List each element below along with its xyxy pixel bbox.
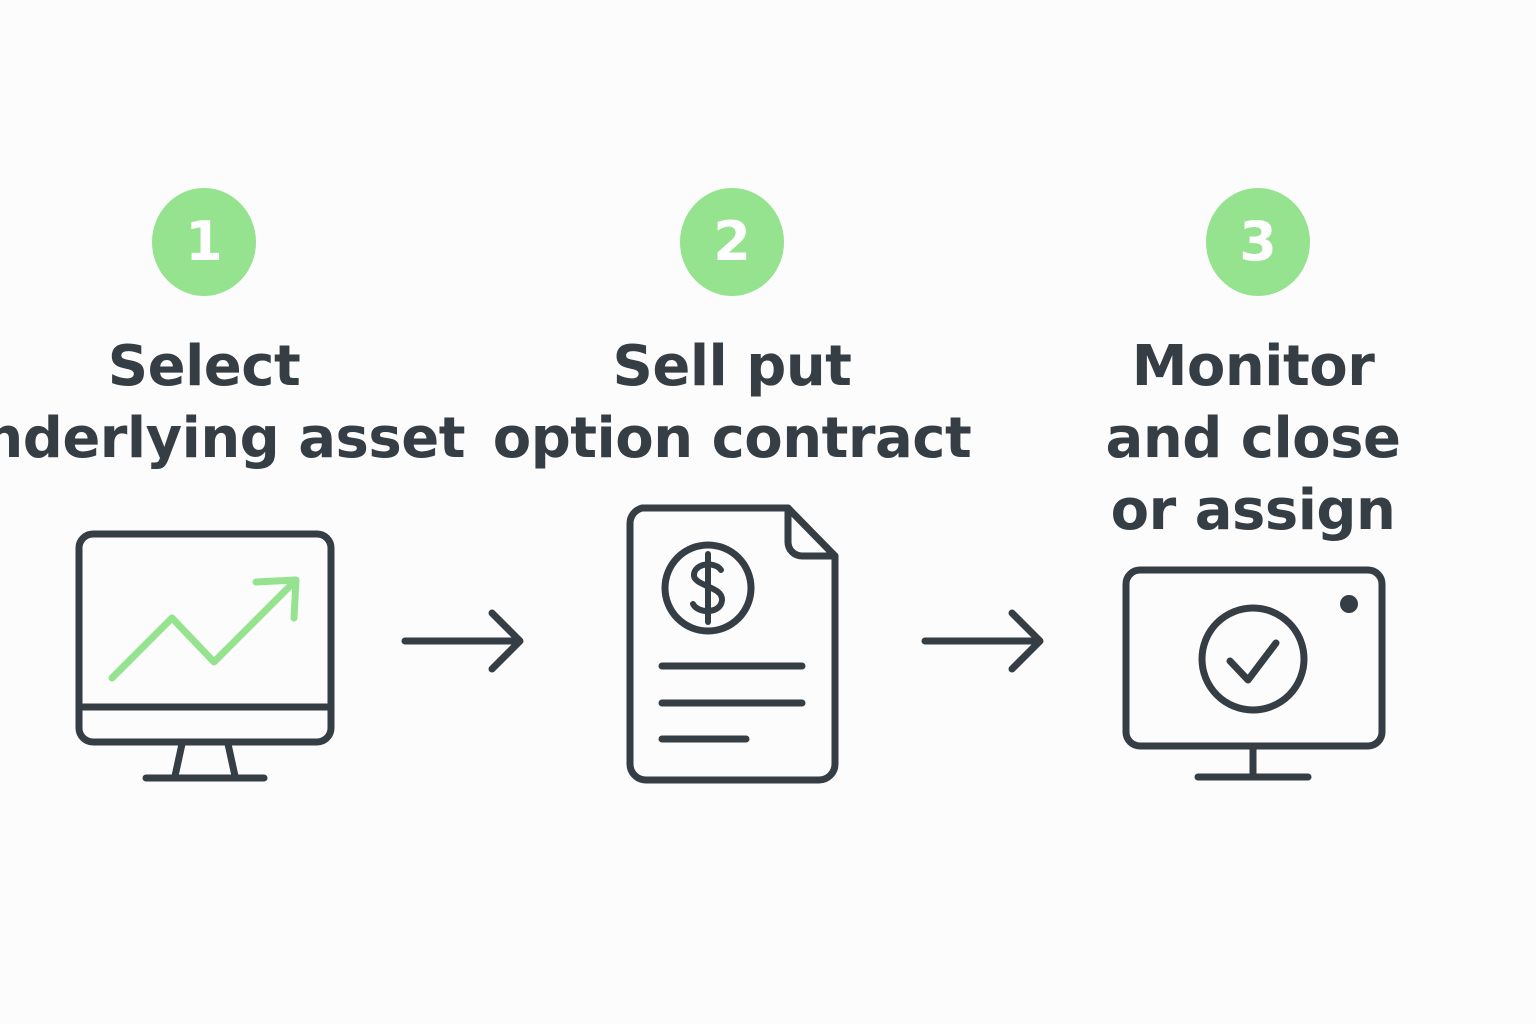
step-number-badge: 2 [680, 188, 784, 296]
step-3: 3 Monitor and close or assign [993, 0, 1513, 1024]
monitor-chart-icon [75, 530, 335, 782]
step-label-line: Sell put [612, 334, 852, 399]
step-number-badge: 3 [1206, 188, 1310, 296]
arrow-right-icon [921, 609, 1044, 673]
arrow-right-icon [401, 609, 524, 673]
step-label-line: Select [107, 334, 301, 399]
step-label-line: underlying asset [0, 406, 465, 471]
step-label-line: option contract [492, 406, 972, 471]
step-label: Select underlying asset [0, 331, 465, 475]
step-label-line: or assign [1110, 478, 1396, 543]
step-1: 1 Select underlying asset [0, 0, 465, 1024]
step-label: Sell put option contract [472, 331, 992, 475]
dollar-document-icon [626, 504, 839, 784]
step-label-line: and close [1105, 406, 1401, 471]
step-2: 2 Sell put option contract [472, 0, 992, 1024]
step-label-line: Monitor [1131, 334, 1375, 399]
step-number-badge: 1 [152, 188, 256, 296]
step-label: Monitor and close or assign [993, 331, 1513, 547]
monitor-check-icon [1122, 566, 1386, 781]
